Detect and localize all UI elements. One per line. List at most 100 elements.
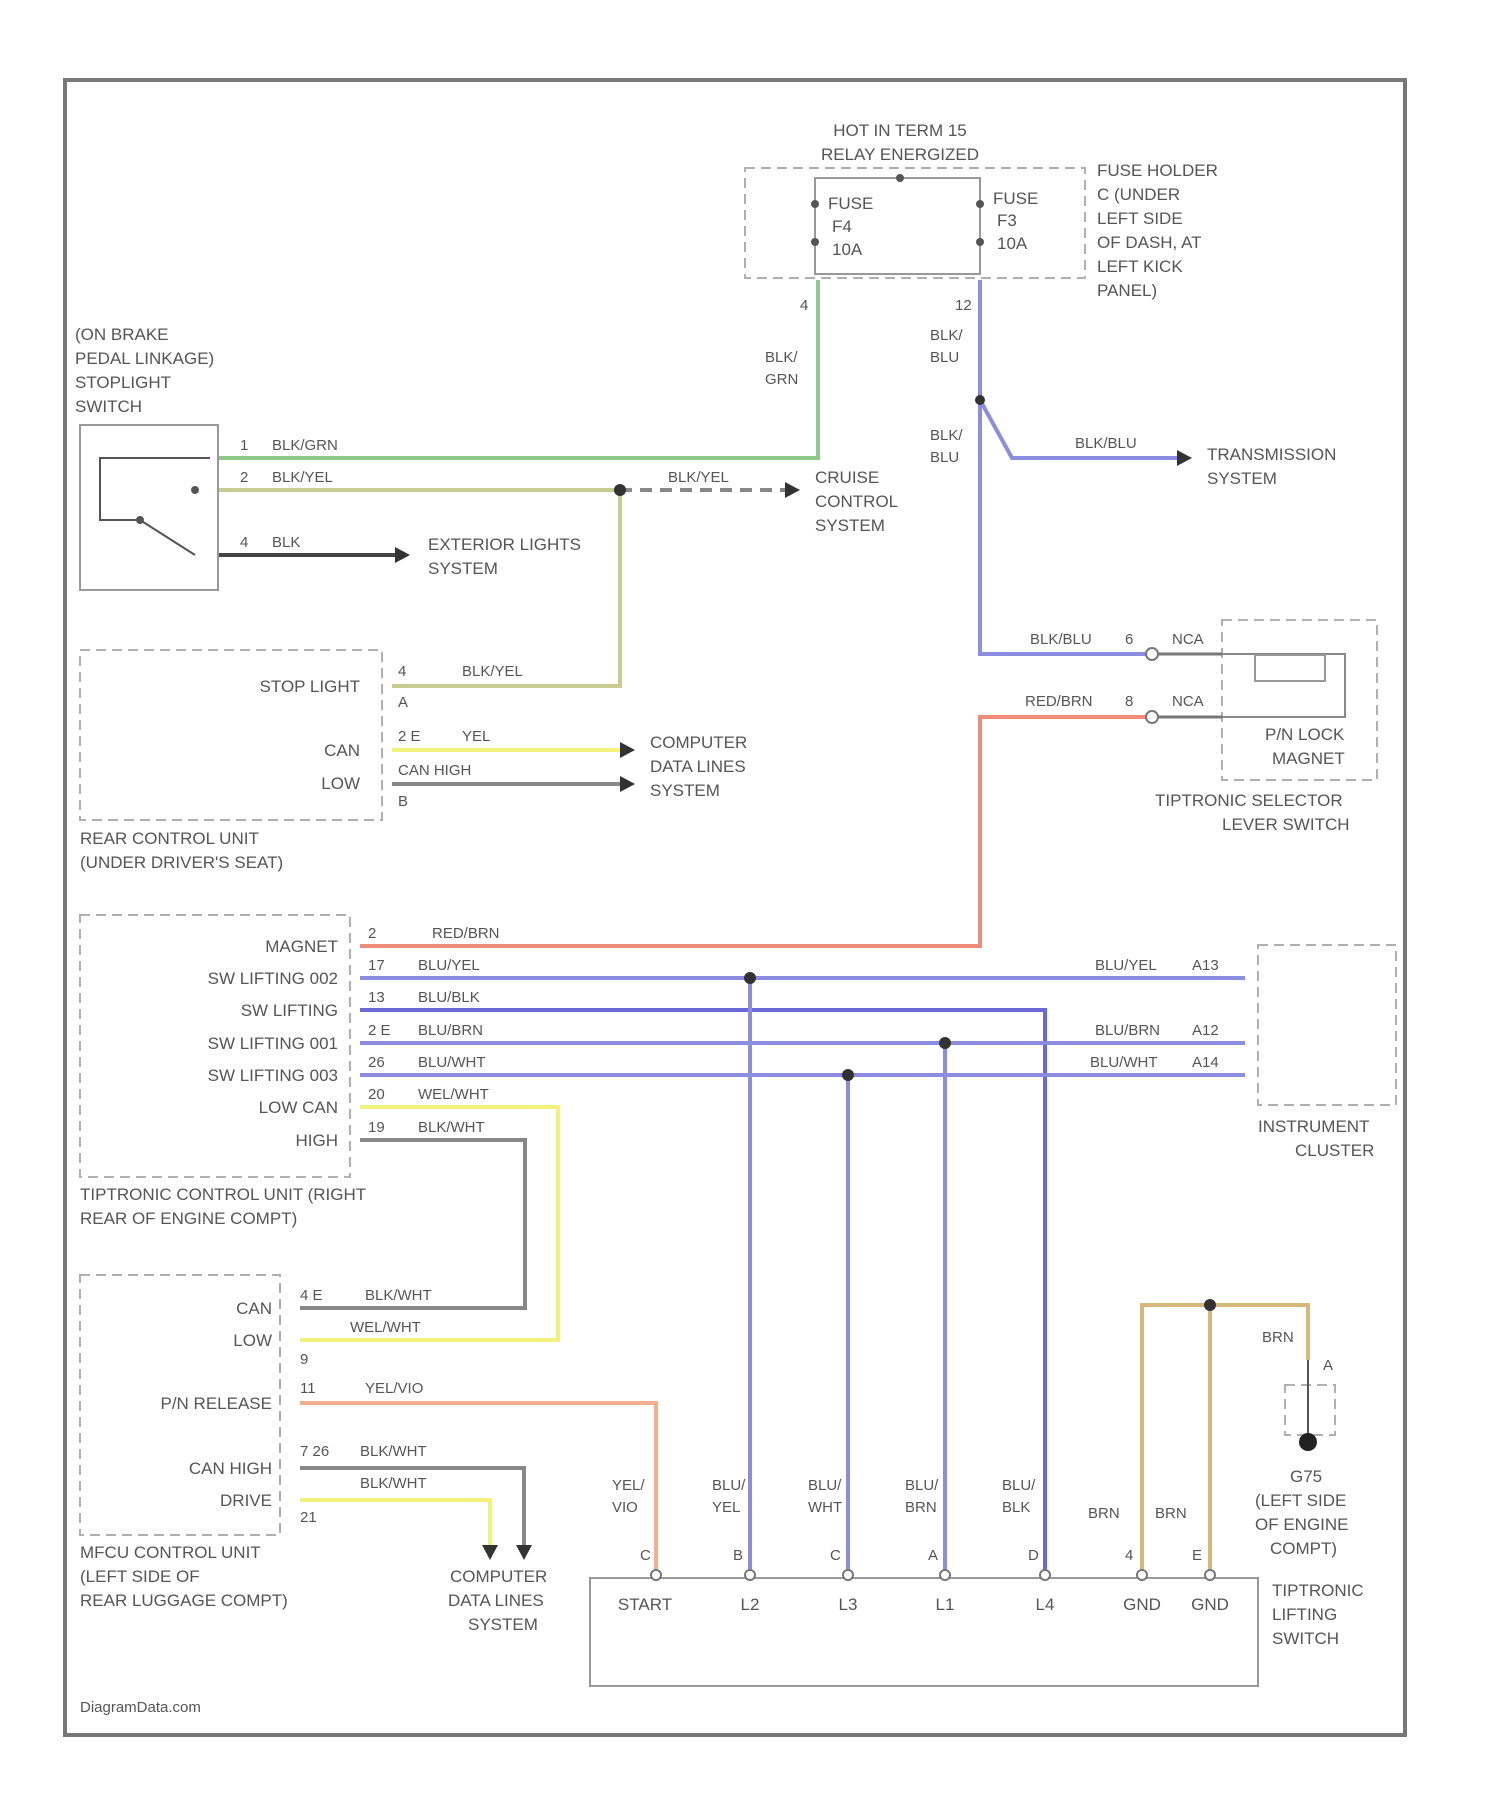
splice-blk-blu — [975, 395, 985, 405]
wire-blk-grn — [218, 280, 818, 458]
lifting-terminal-gnd2: BRN E GND — [1155, 1505, 1229, 1614]
tcu-label-sw: SW LIFTING — [241, 1001, 338, 1020]
ground-pin-a: A — [1323, 1357, 1333, 1374]
fuse-f4-node-top — [811, 200, 819, 208]
tiptronic-lifting-switch: TIPTRONIC LIFTING SWITCH YEL/ VIO C STAR… — [590, 1477, 1364, 1686]
tcu-pin-20: 20 — [368, 1086, 385, 1103]
rcu-wire-can: YEL — [462, 728, 490, 745]
rcu-can-high: CAN HIGH — [398, 762, 471, 779]
mfcu-pin-21: 21 — [300, 1509, 317, 1526]
stoplight-wire-blk: BLK — [272, 534, 300, 551]
stoplight-title-line3: STOPLIGHT — [75, 373, 171, 392]
mfcu-label-can: CAN — [236, 1299, 272, 1318]
lifting-terminal-gnd1-label: GND — [1123, 1595, 1161, 1614]
selector-inner-line1: P/N LOCK — [1265, 725, 1345, 744]
lifting-terminal-l4-label: L4 — [1036, 1595, 1055, 1614]
ground-label-line3: OF ENGINE — [1255, 1515, 1349, 1534]
switch-blade — [140, 520, 195, 555]
fuse-f4-node-bottom — [811, 238, 819, 246]
lifting-conn-gnd1 — [1137, 1570, 1147, 1580]
mfcu-label-drive: DRIVE — [220, 1491, 272, 1510]
stoplight-title-line1: (ON BRAKE — [75, 325, 169, 344]
rcu-wire-stop: BLK/YEL — [462, 663, 523, 680]
lifting-conn-start — [651, 1570, 661, 1580]
splice-blu-yel — [744, 972, 756, 984]
lifting-wire-blu-yel-1: BLU/ — [712, 1477, 746, 1494]
lifting-wire-blu-yel-2: YEL — [712, 1499, 740, 1516]
lifting-pin-l2: B — [733, 1547, 743, 1564]
tcu-wire-blu-blk: BLU/BLK — [418, 989, 480, 1006]
tcu-label-sw-003: SW LIFTING 003 — [208, 1066, 338, 1085]
lifting-wire-yel-vio-1: YEL/ — [612, 1477, 645, 1494]
tcu-wire-red-brn: RED/BRN — [432, 925, 500, 942]
splice-brn — [1204, 1299, 1216, 1311]
wire-yel-vio — [300, 1403, 656, 1570]
fuse-pin-12: 12 — [955, 297, 972, 314]
tcu-label-sw-002: SW LIFTING 002 — [208, 969, 338, 988]
lifting-terminal-l2-label: L2 — [741, 1595, 760, 1614]
fuse-bus-node — [896, 174, 904, 182]
tiptronic-control-unit: MAGNET SW LIFTING 002 SW LIFTING SW LIFT… — [80, 915, 500, 1228]
splice-blk-yel — [614, 484, 626, 496]
lifting-pin-l1: A — [928, 1547, 938, 1564]
arrow-exterior — [395, 547, 410, 563]
mfcu-caption-line3: REAR LUGGAGE COMPT) — [80, 1591, 288, 1610]
rcu-pin-b: B — [398, 793, 408, 810]
tcu-pin-2: 2 — [368, 925, 376, 942]
switch-pivot — [136, 516, 144, 524]
mfcu-label-low: LOW — [233, 1331, 272, 1350]
lifting-wire-brn-2: BRN — [1155, 1505, 1187, 1522]
fuse-location-line3: LEFT SIDE — [1097, 209, 1183, 228]
fuse-wire-right-lower-line2: BLU — [930, 449, 959, 466]
tcu-label-low-can: LOW CAN — [259, 1098, 338, 1117]
tcu-pin-19: 19 — [368, 1119, 385, 1136]
ic-pin-a12: A12 — [1192, 1022, 1219, 1039]
fuse-location-line4: OF DASH, AT — [1097, 233, 1202, 252]
instrument-cluster-box — [1258, 945, 1396, 1105]
tcu-wire-blk-wht: BLK/WHT — [418, 1119, 485, 1136]
tcu-wire-blu-wht: BLU/WHT — [418, 1054, 486, 1071]
selector-inner-line2: MAGNET — [1272, 749, 1345, 768]
arrow-data-can — [516, 1545, 532, 1560]
mfcu-label-pn-release: P/N RELEASE — [161, 1394, 273, 1413]
lifting-conn-l1 — [940, 1570, 950, 1580]
tcu-label-high: HIGH — [296, 1131, 339, 1150]
transmission-label-line2: SYSTEM — [1207, 469, 1277, 488]
computer-data-1-line1: COMPUTER — [650, 733, 747, 752]
splice-blu-brn — [939, 1037, 951, 1049]
mfcu-caption-line2: (LEFT SIDE OF — [80, 1567, 200, 1586]
lifting-terminal-gnd2-label: GND — [1191, 1595, 1229, 1614]
arrow-transmission — [1177, 450, 1192, 466]
ground-connector-box — [1285, 1385, 1335, 1435]
stoplight-pin-1: 1 — [240, 437, 248, 454]
cruise-label-line1: CRUISE — [815, 468, 879, 487]
rcu-label-stop-light: STOP LIGHT — [260, 677, 360, 696]
rcu-label-low: LOW — [321, 774, 360, 793]
arrow-can-gray — [620, 776, 635, 792]
mfcu-wire-blk-wht-3: BLK/WHT — [360, 1475, 427, 1492]
lifting-wire-brn-1: BRN — [1088, 1505, 1120, 1522]
lifting-terminal-l3-label: L3 — [839, 1595, 858, 1614]
lifting-terminal-start: YEL/ VIO C START — [612, 1477, 672, 1614]
selector-nca2: NCA — [1172, 693, 1204, 710]
lifting-conn-gnd2 — [1205, 1570, 1215, 1580]
fuse-f3-line2: F3 — [997, 211, 1017, 230]
stoplight-title-line2: PEDAL LINKAGE) — [75, 349, 214, 368]
mfcu-pin-11: 11 — [300, 1380, 316, 1397]
lifting-conn-l2 — [745, 1570, 755, 1580]
stoplight-wire-blk-yel: BLK/YEL — [272, 469, 333, 486]
mfcu-control-unit: CAN LOW P/N RELEASE CAN HIGH DRIVE 4 E 9… — [80, 1275, 547, 1634]
splice-blu-wht — [842, 1069, 854, 1081]
mfcu-wire-blk-wht-2: BLK/WHT — [360, 1443, 427, 1460]
ic-wire-blu-brn: BLU/BRN — [1095, 1022, 1160, 1039]
fuse-wire-right-line2: BLU — [930, 349, 959, 366]
rear-control-unit: STOP LIGHT CAN LOW 4 A 2 E B CAN HIGH BL… — [80, 650, 747, 872]
selector-coil-loop — [1222, 654, 1345, 717]
fuse-wire-left-line2: GRN — [765, 371, 798, 388]
rear-control-unit-box — [80, 650, 382, 820]
lifting-wire-blu-wht-2: WHT — [808, 1499, 842, 1516]
mfcu-label-can-high: CAN HIGH — [189, 1459, 272, 1478]
arrow-can-yel — [620, 742, 635, 758]
transmission-label-line1: TRANSMISSION — [1207, 445, 1336, 464]
mfcu-wire-wel-wht: WEL/WHT — [350, 1319, 421, 1336]
